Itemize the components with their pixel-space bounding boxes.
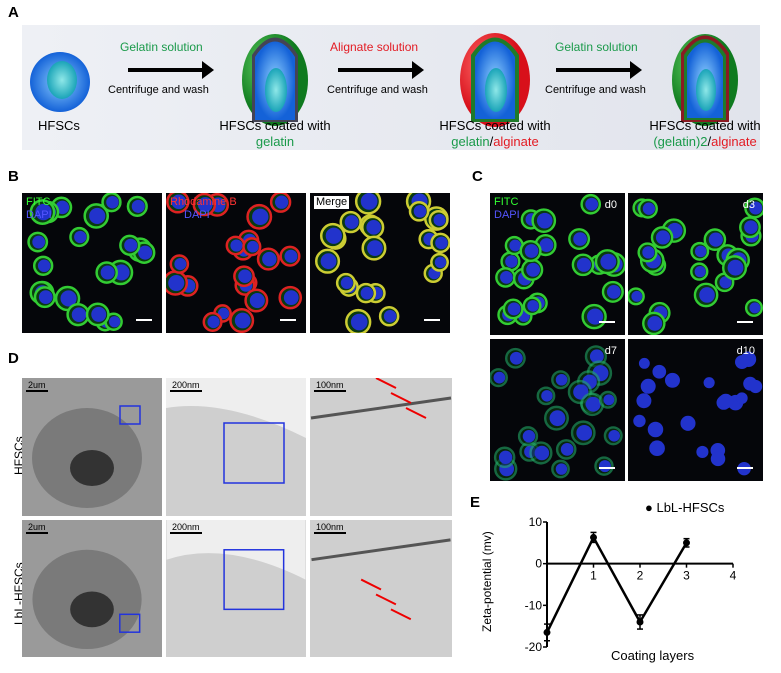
tem-image: 2um [22, 520, 162, 657]
cell-icon-hfsc [30, 52, 90, 112]
step3-action: Centrifuge and wash [545, 84, 646, 96]
day7-image: d7 [490, 339, 625, 481]
x-tick-label: 2 [637, 569, 644, 583]
tem-image: 200nm [166, 520, 306, 657]
panel-b-label: B [8, 168, 19, 185]
step2-action: Centrifuge and wash [327, 84, 428, 96]
series-line [545, 534, 688, 633]
step1-action: Centrifuge and wash [108, 84, 209, 96]
cell-icon-gelatin2-alginate [672, 34, 738, 126]
y-axis-label: Zeta-potential (mv) [480, 531, 494, 632]
legend-label: LbL-HFSCs [656, 500, 725, 515]
panel-d-label: D [8, 350, 19, 367]
tem-image: 100nm [310, 520, 452, 657]
x-tick-label: 1 [590, 569, 597, 583]
panel-c-label: C [472, 168, 483, 185]
cell-icon-gelatin-alginate [460, 33, 530, 127]
y-tick-label: 0 [535, 557, 542, 571]
step2-solution: Alignate solution [330, 40, 419, 54]
arrow-icon [338, 61, 424, 79]
data-point [683, 539, 690, 547]
day3-image: d3 [628, 193, 763, 335]
legend: ● LbL-HFSCs [645, 500, 725, 515]
tem-image: 200nm [166, 378, 306, 516]
panel-e-label: E [470, 494, 481, 511]
cell-icon-gelatin [242, 34, 308, 126]
day10-image: d10 [628, 339, 763, 481]
cell-illustrations [30, 33, 738, 127]
data-point [590, 533, 597, 541]
y-tick-label: 10 [529, 515, 543, 529]
arrow-icon [556, 61, 642, 79]
y-tick-label: -20 [525, 640, 543, 654]
merge-image: Merge [310, 193, 450, 333]
zeta-potential-chart: 10 0 -10 -20 1 2 3 4 [525, 515, 737, 654]
arrow-icon [128, 61, 214, 79]
tem-image: 100nm [310, 378, 452, 516]
x-axis-label: Coating layers [611, 648, 695, 663]
data-point [636, 618, 644, 626]
hfscs-label: HFSCs [38, 118, 80, 133]
tem-image: 2um [22, 378, 162, 516]
x-tick-label: 4 [730, 569, 737, 583]
x-tick-label: 3 [683, 569, 690, 583]
y-tick-label: -10 [525, 598, 543, 612]
data-point [543, 628, 551, 636]
cell4-caption: HFSCs coated with(gelatin)2/alginate [649, 118, 761, 149]
step1-solution: Gelatin solution [120, 40, 203, 54]
panel-a-schematic [22, 25, 760, 150]
panel-a-label: A [8, 4, 19, 21]
step3-solution: Gelatin solution [555, 40, 638, 54]
